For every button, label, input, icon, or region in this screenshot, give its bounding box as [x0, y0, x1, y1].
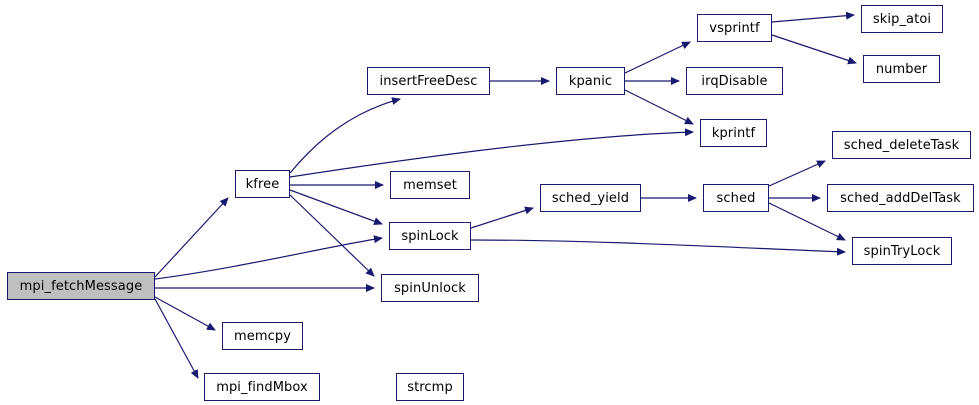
node-label-number: number — [875, 61, 928, 77]
node-sched_deleteTask[interactable]: sched_deleteTask — [832, 131, 971, 159]
node-insertFreeDesc[interactable]: insertFreeDesc — [367, 67, 490, 95]
node-label-kpanic: kpanic — [568, 73, 613, 89]
node-label-sched_addDelTask: sched_addDelTask — [840, 190, 961, 206]
node-label-sched_deleteTask: sched_deleteTask — [843, 137, 960, 153]
edge-spinLock-to-spinTryLock — [470, 239, 846, 256]
node-strcmp[interactable]: strcmp — [396, 373, 464, 401]
node-kfree[interactable]: kfree — [235, 170, 290, 198]
node-spinUnlock[interactable]: spinUnlock — [381, 274, 479, 302]
edge-mpi_fetchMessage-to-memcpy — [154, 296, 216, 331]
node-label-memcpy: memcpy — [233, 328, 292, 344]
edge-kpanic-to-vsprintf — [624, 41, 691, 74]
node-number[interactable]: number — [863, 55, 940, 83]
node-label-kfree: kfree — [245, 176, 280, 192]
edge-spinLock-to-sched_yield — [470, 206, 534, 229]
node-label-vsprintf: vsprintf — [709, 20, 760, 36]
node-mpi_findMbox[interactable]: mpi_findMbox — [204, 373, 320, 401]
node-label-insertFreeDesc: insertFreeDesc — [379, 73, 478, 89]
node-spinLock[interactable]: spinLock — [389, 222, 471, 250]
node-label-sched_yield: sched_yield — [551, 190, 630, 206]
node-sched_addDelTask[interactable]: sched_addDelTask — [827, 184, 974, 212]
edge-vsprintf-to-skip_atoi — [771, 11, 855, 23]
node-label-spinUnlock: spinUnlock — [394, 280, 466, 296]
edge-kfree-to-kprintf — [289, 128, 694, 178]
edge-kpanic-to-kprintf — [624, 89, 694, 125]
node-memset[interactable]: memset — [390, 171, 470, 199]
node-spinTryLock[interactable]: spinTryLock — [852, 237, 952, 265]
node-sched_yield[interactable]: sched_yield — [540, 184, 641, 212]
edge-kfree-to-insertFreeDesc — [289, 97, 401, 174]
node-label-skip_atoi: skip_atoi — [872, 11, 932, 27]
node-vsprintf[interactable]: vsprintf — [697, 14, 772, 42]
node-skip_atoi[interactable]: skip_atoi — [861, 5, 943, 33]
node-label-sched: sched — [716, 190, 756, 206]
edge-mpi_fetchMessage-to-kfree — [154, 197, 229, 278]
node-label-strcmp: strcmp — [407, 379, 453, 395]
node-sched[interactable]: sched — [703, 184, 769, 212]
node-label-mpi_fetchMessage: mpi_fetchMessage — [19, 278, 143, 294]
node-memcpy[interactable]: memcpy — [222, 322, 303, 350]
edge-sched-to-sched_deleteTask — [768, 160, 826, 187]
edge-kfree-to-spinLock — [289, 189, 383, 225]
node-irqDisable[interactable]: irqDisable — [686, 67, 783, 95]
edge-mpi_fetchMessage-to-mpi_findMbox — [154, 298, 199, 379]
node-mpi_fetchMessage[interactable]: mpi_fetchMessage — [7, 272, 155, 300]
node-label-spinTryLock: spinTryLock — [863, 243, 941, 259]
node-kprintf[interactable]: kprintf — [700, 119, 767, 147]
node-label-mpi_findMbox: mpi_findMbox — [216, 379, 308, 395]
edge-vsprintf-to-number — [771, 34, 857, 65]
node-label-memset: memset — [403, 177, 457, 193]
edge-mpi_fetchMessage-to-spinLock — [154, 235, 383, 280]
edge-kfree-to-spinUnlock — [289, 194, 375, 277]
node-label-spinLock: spinLock — [401, 228, 459, 244]
node-label-kprintf: kprintf — [711, 125, 756, 141]
node-kpanic[interactable]: kpanic — [556, 67, 625, 95]
node-label-irqDisable: irqDisable — [701, 73, 768, 89]
